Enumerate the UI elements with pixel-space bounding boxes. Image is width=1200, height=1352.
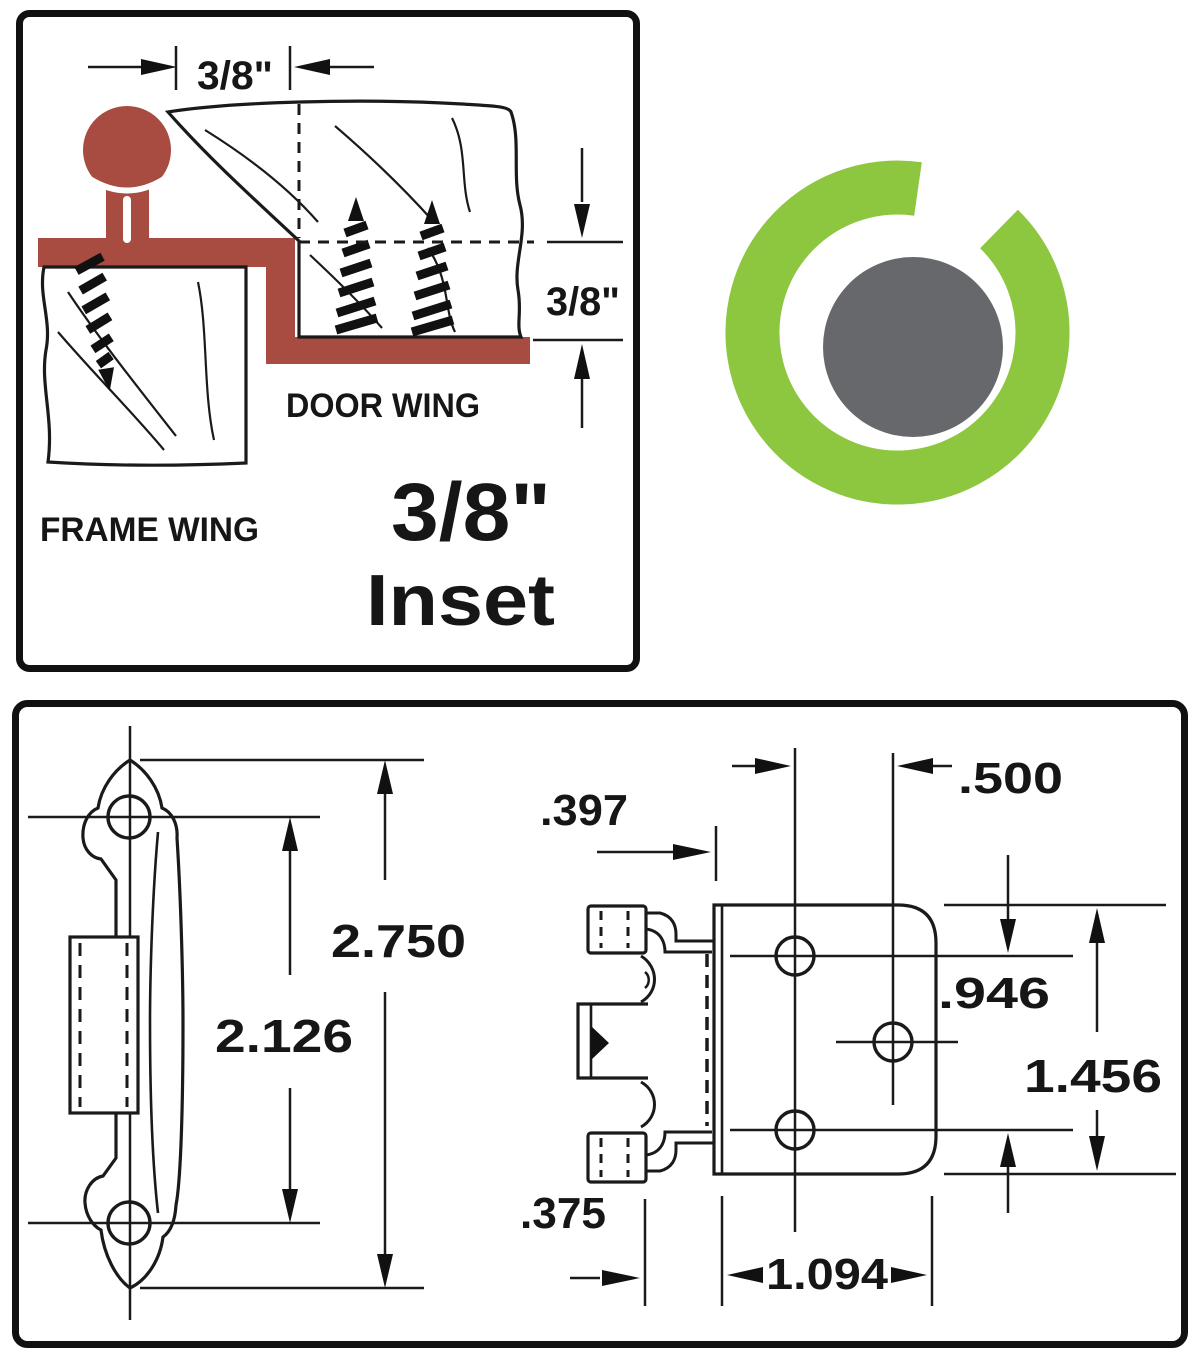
knuckle-profile [576, 904, 713, 1184]
door-wing-label: DOOR WING [286, 387, 480, 425]
hinge-knuckle [83, 106, 171, 194]
green-ring-d-icon [725, 160, 1070, 505]
top-inset-dimension: 3/8" [88, 46, 374, 98]
brand-logo [725, 160, 1070, 505]
dim-hole-column-spacing: .500 [732, 754, 1063, 803]
dim-plate-width: 1.094 [720, 1196, 934, 1306]
dim-overall-height: 2.750 [331, 760, 466, 1288]
top-hole [774, 935, 816, 977]
frame-screw [74, 252, 115, 392]
dim-2126-label: 2.126 [215, 1010, 353, 1062]
dim-hole-spacing: 2.126 [215, 817, 353, 1223]
middle-hole [872, 1021, 914, 1063]
dim-plate-height: 1.456 [1024, 908, 1162, 1171]
dim-2750-label: 2.750 [331, 915, 466, 967]
side-dim-label: 3/8" [546, 280, 620, 324]
inset-word-label: Inset [366, 561, 555, 641]
dim-1094-label: 1.094 [766, 1250, 889, 1299]
frame-wing-drawing: 2.126 2.750 [28, 726, 466, 1320]
side-inset-dimension: 3/8" [533, 148, 623, 428]
top-dim-label: 3/8" [197, 54, 273, 98]
dim-outer-hole-spacing: .946 [938, 855, 1050, 1213]
gray-dot-icon [823, 257, 1003, 437]
dim-500-label: .500 [958, 754, 1063, 803]
door-screw-right [410, 200, 455, 337]
frame-wood-section [40, 265, 248, 467]
frame-wing-label: FRAME WING [40, 511, 259, 549]
top-screw-hole [106, 794, 152, 840]
dim-397-label: .397 [540, 786, 628, 835]
dim-375-label: .375 [520, 1189, 606, 1238]
door-screw-left [334, 197, 379, 335]
hinge-profile [38, 106, 530, 364]
door-wing-drawing: .397 .500 .946 1.456 [520, 748, 1176, 1306]
bottom-hole [774, 1109, 816, 1151]
door-leaf [266, 337, 530, 364]
dim-1456-label: 1.456 [1024, 1050, 1162, 1102]
bottom-screw-hole [106, 1200, 152, 1246]
inset-size-label: 3/8" [391, 467, 551, 558]
dim-barrel-offset: .375 [520, 1189, 647, 1306]
door-wing-plate [712, 903, 938, 1176]
dim-edge-to-hole: .397 [540, 786, 718, 881]
cross-section-panel: 3/8" [16, 10, 640, 672]
dimension-panel: 2.126 2.750 [12, 700, 1188, 1348]
dim-946-label: .946 [938, 969, 1050, 1018]
frame-leaf [38, 238, 295, 267]
